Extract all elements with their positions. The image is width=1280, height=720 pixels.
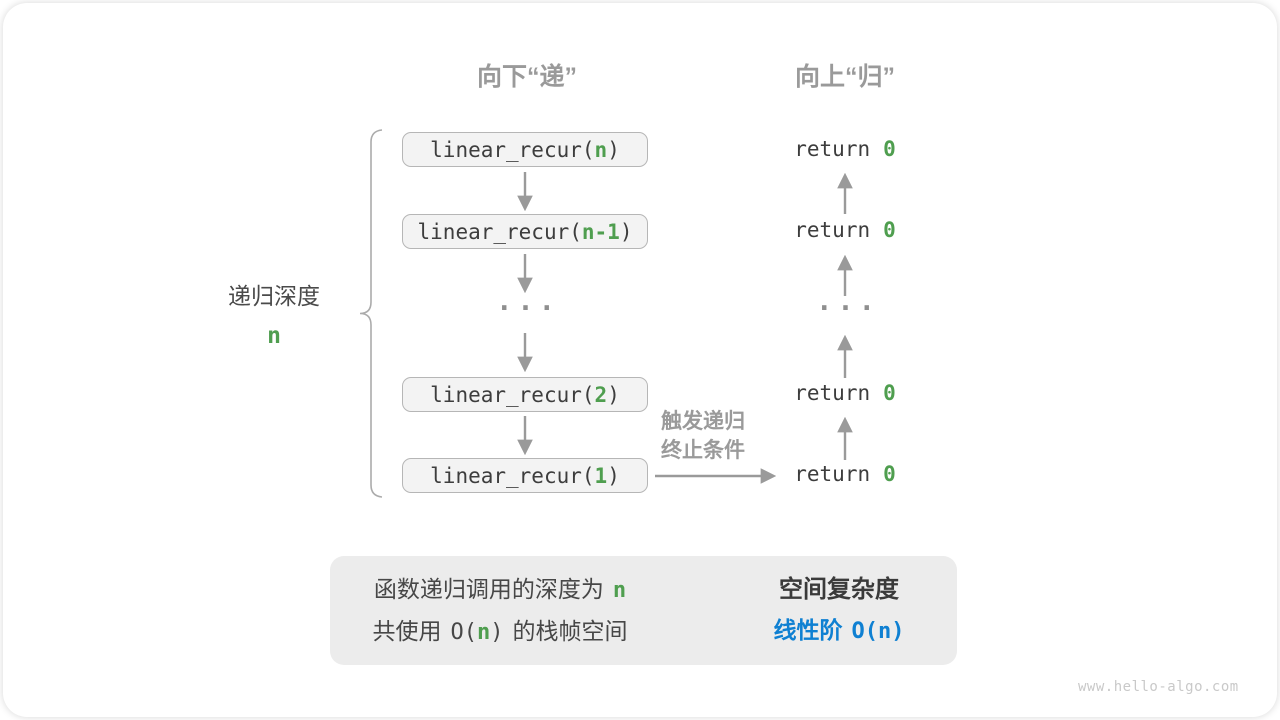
depth-label: 递归深度 n bbox=[228, 277, 320, 349]
return-value: 0 bbox=[883, 218, 896, 242]
code-post: ) bbox=[607, 382, 620, 407]
return-row: return 0 bbox=[794, 381, 896, 405]
return-row: return 0 bbox=[794, 137, 896, 161]
summary-line2: 共使用 O(n) 的栈帧空间 bbox=[330, 611, 670, 653]
return-keyword: return bbox=[794, 218, 871, 242]
summary-line2-text: 共使用 bbox=[372, 618, 442, 644]
call-box-1: linear_recur(1) bbox=[402, 458, 648, 493]
trigger-label: 触发递归 终止条件 bbox=[661, 407, 745, 465]
result-value: 线性阶 O(n) bbox=[744, 610, 934, 652]
summary-line2-var: n bbox=[477, 620, 491, 645]
call-box-n: linear_recur(n) bbox=[402, 132, 648, 167]
result-big-o: O(n) bbox=[851, 619, 905, 644]
return-row: return 0 bbox=[794, 218, 896, 242]
code-arg: 1 bbox=[594, 463, 608, 488]
summary-line1-var: n bbox=[612, 578, 627, 603]
return-value: 0 bbox=[883, 381, 896, 405]
code-arg: n bbox=[594, 137, 608, 162]
ellipsis-right: ... bbox=[816, 286, 880, 317]
trigger-label-line2: 终止条件 bbox=[661, 439, 745, 462]
result-pre: 线性阶 bbox=[773, 617, 843, 643]
code-post: ) bbox=[607, 463, 620, 488]
code-arg: 2 bbox=[594, 382, 608, 407]
summary-result: 空间复杂度 线性阶 O(n) bbox=[744, 569, 934, 652]
big-o-close: ) bbox=[490, 620, 504, 645]
header-return-up: 向上“归” bbox=[794, 63, 896, 91]
code-post: ) bbox=[619, 219, 633, 244]
code-pre: linear_recur( bbox=[430, 382, 595, 407]
big-o-open: O( bbox=[450, 620, 478, 645]
summary-line1: 函数递归调用的深度为 n bbox=[330, 569, 670, 611]
watermark: www.hello-algo.com bbox=[1078, 679, 1239, 695]
header-recurse-down: 向下“递” bbox=[476, 63, 578, 91]
code-pre: linear_recur( bbox=[430, 463, 595, 488]
return-value: 0 bbox=[883, 462, 896, 486]
depth-label-var: n bbox=[267, 323, 281, 349]
return-keyword: return bbox=[794, 137, 871, 161]
trigger-label-line1: 触发递归 bbox=[661, 410, 745, 433]
ellipsis-left: ... bbox=[496, 286, 560, 317]
return-value: 0 bbox=[883, 137, 896, 161]
return-keyword: return bbox=[794, 381, 871, 405]
code-pre: linear_recur( bbox=[417, 219, 582, 244]
call-box-2: linear_recur(2) bbox=[402, 377, 648, 412]
depth-label-text: 递归深度 bbox=[228, 283, 320, 309]
result-title: 空间复杂度 bbox=[779, 576, 899, 603]
return-keyword: return bbox=[794, 462, 871, 486]
summary-line1-text: 函数递归调用的深度为 bbox=[373, 576, 604, 602]
code-pre: linear_recur( bbox=[430, 137, 595, 162]
return-row: return 0 bbox=[794, 462, 896, 486]
summary-line2-post: 的栈帧空间 bbox=[512, 618, 628, 644]
call-box-n-1: linear_recur(n-1) bbox=[402, 214, 648, 249]
code-arg: n-1 bbox=[581, 219, 620, 244]
code-post: ) bbox=[607, 137, 620, 162]
